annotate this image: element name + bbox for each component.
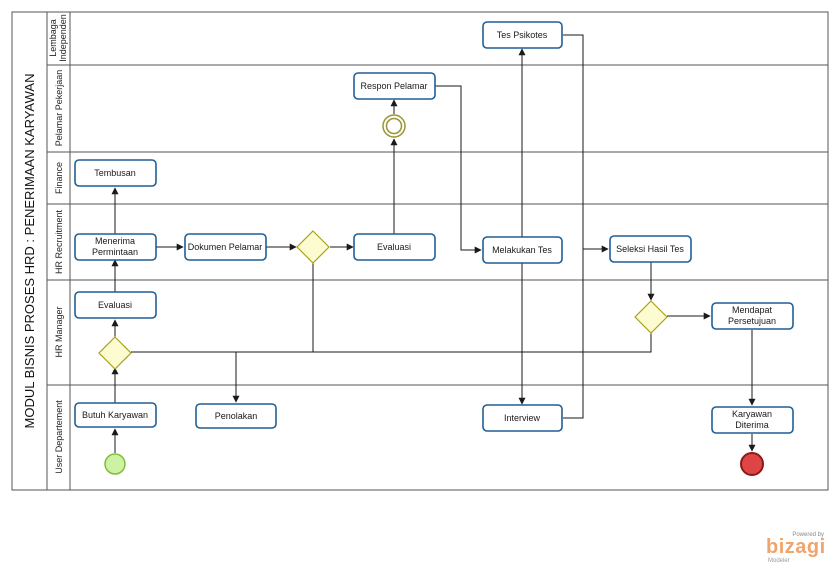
- brand-name: bizagi: [766, 536, 826, 558]
- task-dokumen-pelamar[interactable]: Dokumen Pelamar: [184, 233, 267, 261]
- gateway-recruitment: [296, 230, 330, 264]
- tasks: Tes Psikotes Respon Pelamar Tembusan Men…: [74, 21, 794, 434]
- lane-label-hr-manager: HR Manager: [54, 306, 64, 357]
- flow-psikotes-to-seleksi: [563, 34, 609, 253]
- task-mendapat-persetujuan[interactable]: Mendapat Persetujuan: [711, 302, 794, 330]
- brand-product: Modeler: [768, 558, 790, 564]
- lane-label-pelamar-pekerjaan: Pelamar Pekerjaan: [54, 70, 64, 147]
- task-evaluasi-manager[interactable]: Evaluasi: [74, 291, 157, 319]
- task-label-line-2: Diterima: [735, 420, 769, 430]
- task-interview[interactable]: Interview: [482, 404, 563, 432]
- lane-label-finance: Finance: [54, 162, 64, 194]
- task-label: Evaluasi: [98, 300, 132, 310]
- task-label: Melakukan Tes: [492, 245, 552, 255]
- intermediate-event: [382, 114, 406, 138]
- task-label: Interview: [504, 413, 541, 423]
- lane-labels: LembagaIndependen Pelamar Pekerjaan Fina…: [48, 14, 68, 474]
- end-event: [740, 452, 764, 476]
- flow-interview-to-seleksi: [563, 249, 584, 419]
- sequence-flows: [111, 34, 756, 453]
- task-label: Dokumen Pelamar: [188, 242, 263, 252]
- flow-manager-gateways-to-penolakan: [131, 332, 652, 353]
- task-penolakan[interactable]: Penolakan: [195, 403, 277, 429]
- task-menerima-permintaan[interactable]: Menerima Permintaan: [74, 233, 157, 261]
- gateway-manager-right: [634, 300, 668, 334]
- task-tes-psikotes[interactable]: Tes Psikotes: [482, 21, 563, 49]
- task-label-line-2: Persetujuan: [728, 316, 776, 326]
- task-evaluasi-hr[interactable]: Evaluasi: [353, 233, 436, 261]
- lane-label-user-departement: User Departement: [54, 400, 64, 474]
- task-melakukan-tes[interactable]: Melakukan Tes: [482, 236, 563, 264]
- task-label: Evaluasi: [377, 242, 411, 252]
- task-label-line-2: Permintaan: [92, 247, 138, 257]
- task-label-line-1: Karyawan: [732, 409, 772, 419]
- task-label: Tembusan: [94, 168, 136, 178]
- lane-label-lembaga-independen: LembagaIndependen: [48, 14, 68, 62]
- task-label: Seleksi Hasil Tes: [616, 244, 684, 254]
- task-respon-pelamar[interactable]: Respon Pelamar: [353, 72, 436, 100]
- task-butuh-karyawan[interactable]: Butuh Karyawan: [74, 402, 157, 428]
- task-tembusan[interactable]: Tembusan: [74, 159, 157, 187]
- start-event: [104, 453, 126, 475]
- task-label-line-1: Menerima: [95, 236, 135, 246]
- lane-separators: [47, 64, 828, 386]
- bizagi-logo: Powered by bizagi Modeler: [764, 532, 830, 566]
- task-label: Penolakan: [215, 411, 258, 421]
- lane-label-hr-recruitment: HR Recruitment: [54, 209, 64, 274]
- task-label-line-1: Mendapat: [732, 305, 773, 315]
- flow-respon-to-melakukan: [435, 85, 482, 254]
- powered-by-text: Powered by: [792, 532, 824, 538]
- task-label: Tes Psikotes: [497, 30, 548, 40]
- task-label: Respon Pelamar: [360, 81, 427, 91]
- task-seleksi-hasil-tes[interactable]: Seleksi Hasil Tes: [609, 235, 692, 263]
- task-label: Butuh Karyawan: [82, 410, 148, 420]
- gateways: [98, 230, 668, 370]
- pool-title: MODUL BISNIS PROSES HRD : PENERIMAAN KAR…: [22, 74, 37, 429]
- events: [104, 114, 764, 476]
- gateway-manager-left: [98, 336, 132, 370]
- task-karyawan-diterima[interactable]: Karyawan Diterima: [711, 406, 794, 434]
